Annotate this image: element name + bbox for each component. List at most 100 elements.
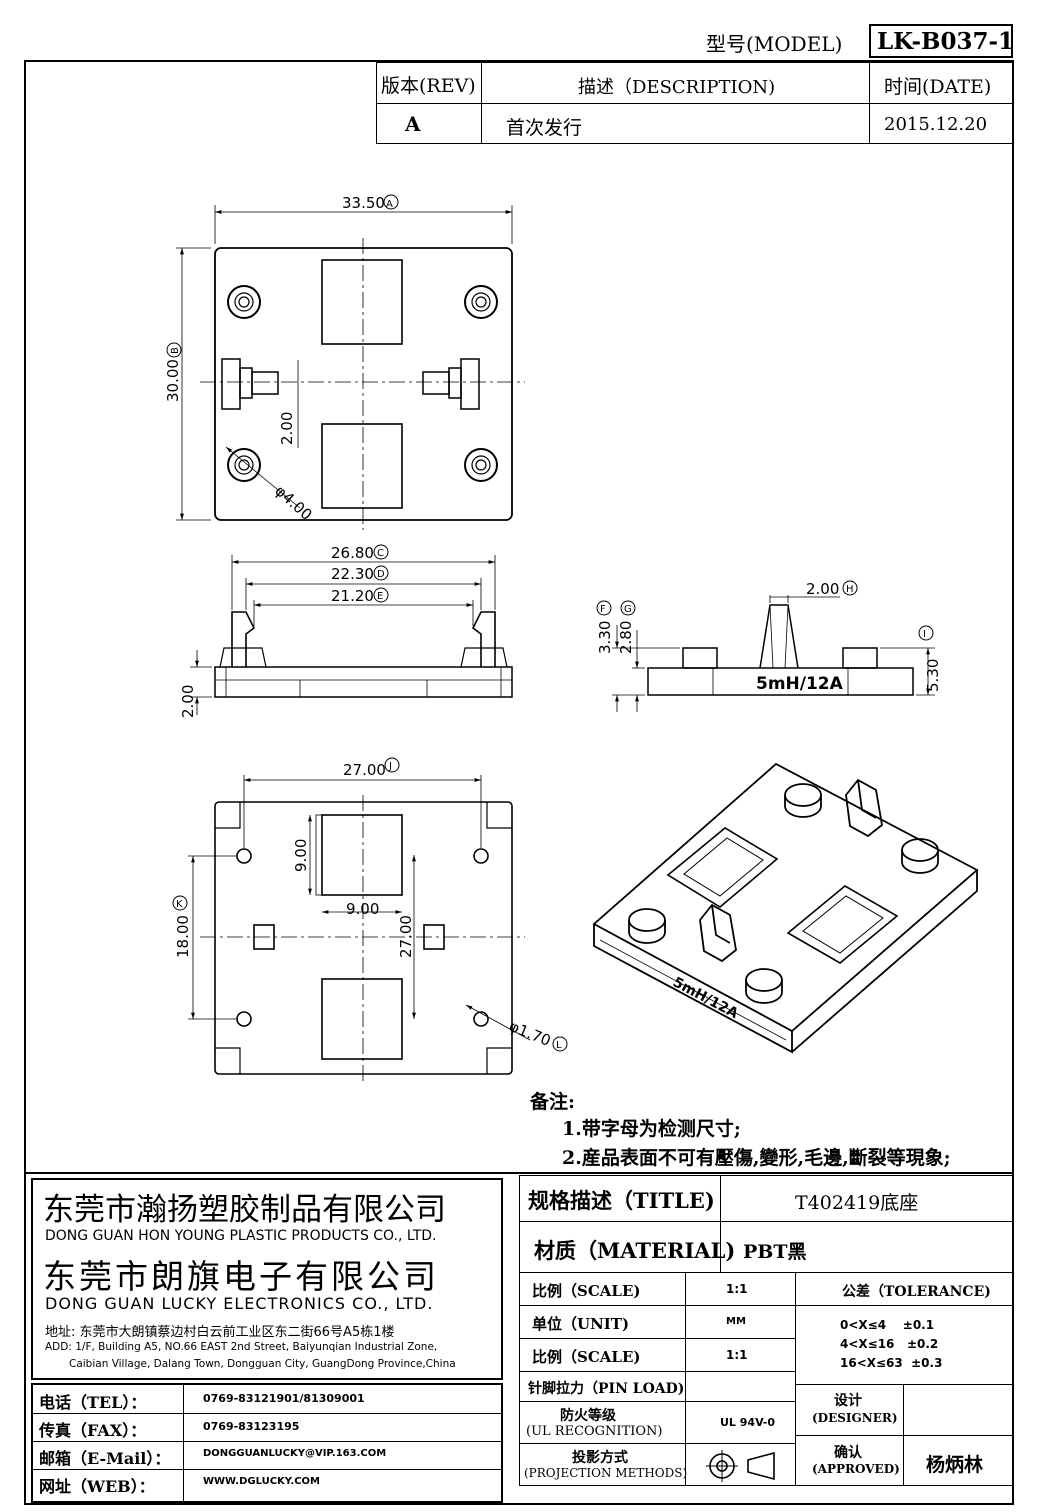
- bottom-span-v: 27.00: [397, 915, 415, 958]
- spec-pinload-label-cell: 针脚拉力（PIN LOAD): [519, 1371, 686, 1402]
- spec-proj-label-cell: 投影方式 (PROJECTION METHODS): [519, 1443, 688, 1486]
- address-cn: 地址: 东莞市大朗镇蔡边村白云前工业区东二街66号A5栋1楼: [45, 1325, 395, 1340]
- side-tag-d: D: [377, 569, 385, 580]
- side-view: [190, 544, 513, 715]
- iso-post-4: [745, 968, 783, 1004]
- top-post-tr: [464, 285, 498, 319]
- spec-designer-label-1: 设计: [834, 1393, 862, 1409]
- rev-header: 版本(REV): [381, 75, 476, 97]
- spec-material-value-cell: PBT黑: [720, 1221, 1014, 1273]
- spec-unit-label: 单位（UNIT): [532, 1315, 630, 1333]
- spec-approved-label-2: (APPROVED): [812, 1462, 900, 1476]
- date-header: 时间(DATE): [884, 76, 992, 98]
- spec-approved-label-cell: 确认 (APPROVED): [795, 1435, 904, 1486]
- company-box: 东莞市瀚扬塑胶制品有限公司 DONG GUAN HON YOUNG PLASTI…: [31, 1178, 503, 1380]
- contact-fax-label: 传真（FAX）：: [39, 1421, 147, 1440]
- end-tag-h: H: [846, 584, 854, 595]
- spec-scale2-value-cell: 1:1: [685, 1338, 796, 1372]
- contact-table: 电话（TEL）： 0769-83121901/81309001 传真（FAX）：…: [31, 1383, 503, 1503]
- spec-table: 规格描述（TITLE) T402419底座 材质（MATERIAL) PBT黑 …: [519, 1175, 1014, 1505]
- iso-clip-2: [699, 903, 737, 963]
- tolerance-row-2: 4<X≤16 ±0.2: [840, 1337, 939, 1351]
- spec-ul-value: UL 94V-0: [720, 1416, 776, 1429]
- company-cn-1: 东莞市瀚扬塑胶制品有限公司: [43, 1192, 446, 1228]
- contact-tel-label: 电话（TEL）：: [39, 1393, 147, 1412]
- drawing-frame: [24, 60, 1014, 1505]
- spec-designer-label-2: (DESIGNER): [812, 1411, 898, 1425]
- end-view: [596, 580, 935, 712]
- spec-material-value: PBT黑: [743, 1241, 807, 1263]
- desc-value: 首次发行: [506, 117, 583, 139]
- contact-fax-value: 0769-83123195: [203, 1420, 300, 1433]
- spec-scale2-value: 1:1: [726, 1348, 748, 1362]
- spec-unit-value-cell: MM: [685, 1305, 796, 1339]
- top-clip-right: [422, 358, 480, 410]
- desc-header: 描述（DESCRIPTION): [578, 77, 776, 98]
- top-clip-left: [221, 358, 279, 410]
- spec-proj-label-2: (PROJECTION METHODS): [524, 1466, 688, 1480]
- spec-title-label: 规格描述（TITLE): [528, 1188, 715, 1213]
- top-window-lower: [321, 423, 403, 509]
- title-block: [24, 1172, 1014, 1507]
- spec-designer-label-cell: 设计 (DESIGNER): [795, 1384, 904, 1436]
- side-base-h: 2.00: [179, 685, 197, 718]
- spec-scale-value-cell: 1:1: [685, 1272, 796, 1306]
- model-box: LK-B037-1: [869, 24, 1015, 58]
- bottom-width-dim: 27.00: [343, 761, 386, 779]
- end-dim-h: 2.00: [806, 580, 839, 598]
- spec-title-label-cell: 规格描述（TITLE): [519, 1175, 721, 1222]
- iso-clip-1: [845, 778, 883, 838]
- iso-view: [592, 762, 979, 1054]
- end-tag-i: I: [923, 629, 926, 640]
- tolerance-row-1: 0<X≤4 ±0.1: [840, 1318, 935, 1332]
- date-cell: 2015.12.20: [869, 103, 1013, 144]
- iso-post-3: [628, 908, 666, 944]
- contact-web-label: 网址（WEB）：: [39, 1477, 155, 1496]
- iso-post-2: [901, 838, 939, 874]
- spec-scale2-label-cell: 比例（SCALE): [519, 1338, 686, 1372]
- spec-ul-label-1: 防火等级: [560, 1408, 616, 1424]
- bottom-win-h: 9.00: [292, 839, 310, 872]
- bottom-view: [172, 757, 568, 1085]
- note-2: 2.産品表面不可有壓傷,變形,毛邊,斷裂等現象;: [562, 1147, 951, 1169]
- bottom-width-tag: J: [388, 761, 392, 772]
- iso-post-1: [784, 783, 822, 818]
- spec-title-value: T402419底座: [795, 1192, 919, 1214]
- spec-unit-value: MM: [726, 1316, 746, 1327]
- top-width-tag: A: [386, 199, 393, 210]
- spec-pinload-label: 针脚拉力（PIN LOAD): [528, 1381, 685, 1397]
- spec-ul-value-cell: UL 94V-0: [685, 1401, 796, 1444]
- notes-title: 备注:: [530, 1091, 576, 1113]
- company-en-1: DONG GUAN HON YOUNG PLASTIC PRODUCTS CO.…: [45, 1228, 437, 1244]
- date-value: 2015.12.20: [884, 114, 988, 135]
- company-en-2: DONG GUAN LUCKY ELECTRONICS CO., LTD.: [45, 1294, 434, 1313]
- bottom-pin-hole: φ1.70: [507, 1017, 554, 1050]
- projection-symbol-icon: [706, 1450, 775, 1482]
- side-tag-c: C: [377, 548, 384, 559]
- end-dim-g: 2.80: [617, 621, 635, 654]
- spec-approved-value-cell: 杨炳林: [903, 1435, 1014, 1486]
- spec-proj-label-1: 投影方式: [572, 1450, 628, 1466]
- bottom-win-w: 9.00: [346, 900, 379, 918]
- spec-tolerance-label-cell: 公差（TOLERANCE): [795, 1272, 1014, 1306]
- spec-designer-value-cell: [903, 1384, 1014, 1436]
- company-cn-2: 东莞市朗旗电子有限公司: [43, 1257, 439, 1296]
- end-marking: 5mH/12A: [756, 674, 844, 694]
- end-tag-f: F: [600, 604, 606, 615]
- bottom-k-dim: 18.00: [174, 915, 192, 958]
- top-hole-dim: φ4.00: [271, 482, 315, 524]
- spec-title-value-cell: T402419底座: [720, 1175, 1014, 1222]
- spec-ul-label-cell: 防火等级 (UL RECOGNITION): [519, 1401, 686, 1444]
- spec-approved-label-1: 确认: [834, 1445, 862, 1461]
- top-pitch-dim: 2.00: [278, 412, 296, 445]
- note-1: 1.带字母为检测尺寸;: [562, 1118, 741, 1140]
- spec-tolerance-cell: 0<X≤4 ±0.1 4<X≤16 ±0.2 16<X≤63 ±0.3: [795, 1305, 1014, 1385]
- model-value: LK-B037-1: [877, 28, 1015, 55]
- top-post-br: [464, 448, 498, 482]
- spec-tolerance-label: 公差（TOLERANCE): [842, 1284, 991, 1300]
- contact-email-value: DONGGUANLUCKY@VIP.163.COM: [203, 1448, 387, 1459]
- spec-scale-value: 1:1: [726, 1282, 748, 1296]
- spec-ul-label-2: (UL RECOGNITION): [526, 1424, 663, 1439]
- spec-approved-value: 杨炳林: [926, 1454, 984, 1476]
- address-en-2: Caibian Village, Dalang Town, Dongguan C…: [69, 1358, 456, 1370]
